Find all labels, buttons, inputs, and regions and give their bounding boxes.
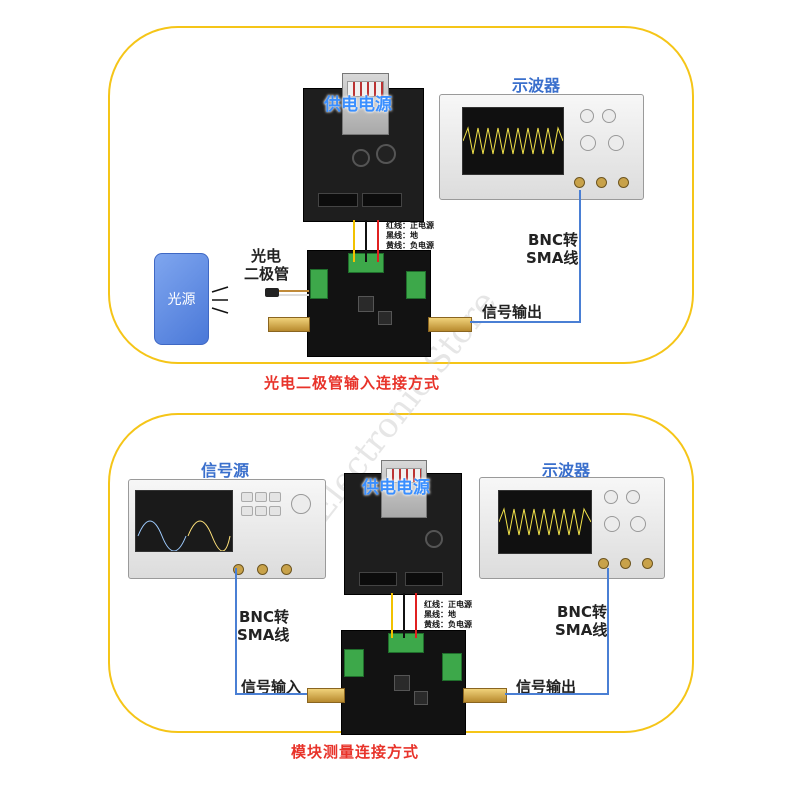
scope-knob[interactable] <box>630 516 646 532</box>
power-supply-title: 供电电源 <box>324 90 392 115</box>
right-cable-label-line2: SMA线 <box>555 621 608 639</box>
generator-key[interactable] <box>255 492 267 502</box>
generator-bnc-output[interactable] <box>233 564 244 575</box>
generator-key[interactable] <box>241 492 253 502</box>
power-supply-board <box>344 460 462 595</box>
wire-legend-red: 红线：正电源 <box>386 221 434 230</box>
generator-key[interactable] <box>269 492 281 502</box>
power-supply-title: 供电电源 <box>362 473 430 498</box>
input-terminal[interactable] <box>310 269 328 299</box>
signal-generator <box>128 479 326 579</box>
photodiode-label-line2: 二极管 <box>244 265 290 283</box>
signal-source-title: 信号源 <box>201 461 250 480</box>
amplifier-chip <box>378 311 392 325</box>
amplifier-chip <box>414 691 428 705</box>
scope-bnc-input[interactable] <box>642 558 653 569</box>
wire-legend-red: 红线：正电源 <box>424 600 472 609</box>
oscilloscope <box>439 94 644 200</box>
scope-bnc-input[interactable] <box>574 177 585 188</box>
wire-legend-black: 黑线：地 <box>424 610 456 619</box>
photodiode-label-line1: 光电 <box>251 247 282 265</box>
generator-bnc-output[interactable] <box>257 564 268 575</box>
scope-knob[interactable] <box>604 490 618 504</box>
voltage-display <box>359 572 397 586</box>
caption-module-measurement: 模块测量连接方式 <box>291 743 420 761</box>
bnc-sma-cable-output <box>505 568 609 695</box>
voltage-display <box>318 193 358 207</box>
aux-terminal[interactable] <box>406 271 426 299</box>
amplifier-chip <box>358 296 374 312</box>
wire-legend-yellow: 黄线：负电源 <box>386 241 434 250</box>
power-supply-title-text: 供电电源 <box>324 95 392 115</box>
wire-legend: 红线：正电源 黑线：地 黄线：负电源 <box>386 221 434 251</box>
waveform <box>499 507 591 536</box>
scope-knob[interactable] <box>608 135 624 151</box>
generator-bnc-output[interactable] <box>281 564 292 575</box>
cable-label-line2: SMA线 <box>526 249 579 267</box>
capacitor <box>376 144 396 164</box>
sma-output-connector[interactable] <box>428 317 472 332</box>
capacitor <box>352 149 370 167</box>
bnc-sma-cable-input <box>235 568 307 695</box>
wire-legend-black: 黑线：地 <box>386 231 418 240</box>
generator-waveform <box>137 520 231 551</box>
generator-key[interactable] <box>241 506 253 516</box>
power-supply-board <box>303 73 424 222</box>
signal-output-label: 信号输出 <box>516 678 577 696</box>
generator-key[interactable] <box>255 506 267 516</box>
oscilloscope-screen <box>498 490 592 554</box>
sma-output-connector[interactable] <box>463 688 507 703</box>
photodiode <box>265 288 279 297</box>
sma-input-connector[interactable] <box>268 317 310 332</box>
scope-knob[interactable] <box>580 109 594 123</box>
scope-bnc-input[interactable] <box>620 558 631 569</box>
right-cable-label-line1: BNC转 <box>557 603 607 621</box>
left-cable-label-line2: SMA线 <box>237 626 290 644</box>
scope-bnc-input[interactable] <box>618 177 629 188</box>
scope-knob[interactable] <box>580 135 596 151</box>
generator-knob[interactable] <box>291 494 311 514</box>
cable-label-line1: BNC转 <box>528 231 578 249</box>
light-source: 光源 <box>154 253 209 345</box>
scope-bnc-input[interactable] <box>598 558 609 569</box>
bnc-sma-cable <box>470 190 581 323</box>
light-source-label: 光源 <box>167 292 196 308</box>
amplifier-module <box>307 250 431 357</box>
wire-legend: 红线：正电源 黑线：地 黄线：负电源 <box>424 600 472 630</box>
oscilloscope-title: 示波器 <box>542 461 591 480</box>
scope-knob[interactable] <box>626 490 640 504</box>
power-supply-title-text: 供电电源 <box>362 478 430 498</box>
signal-input-label: 信号输入 <box>241 678 302 696</box>
waveform <box>463 126 563 155</box>
caption-photodiode-input: 光电二极管输入连接方式 <box>264 374 441 392</box>
voltage-display <box>362 193 402 207</box>
left-cable-label-line1: BNC转 <box>239 608 289 626</box>
amplifier-chip <box>394 675 410 691</box>
wire-legend-yellow: 黄线：负电源 <box>424 620 472 629</box>
scope-knob[interactable] <box>604 516 620 532</box>
input-terminal[interactable] <box>344 649 364 677</box>
scope-knob[interactable] <box>602 109 616 123</box>
generator-key[interactable] <box>269 506 281 516</box>
signal-output-label: 信号输出 <box>482 303 543 321</box>
amplifier-module <box>341 630 466 735</box>
scope-bnc-input[interactable] <box>596 177 607 188</box>
oscilloscope-title: 示波器 <box>512 76 561 95</box>
oscilloscope <box>479 477 665 579</box>
light-ray <box>211 286 229 293</box>
light-ray <box>211 307 229 314</box>
transformer-coil <box>347 81 384 97</box>
generator-screen <box>135 490 233 552</box>
oscilloscope-screen <box>462 107 564 175</box>
transformer-coil <box>386 468 422 483</box>
voltage-display <box>405 572 443 586</box>
sma-input-connector[interactable] <box>307 688 345 703</box>
aux-terminal[interactable] <box>442 653 462 681</box>
capacitor <box>425 530 443 548</box>
